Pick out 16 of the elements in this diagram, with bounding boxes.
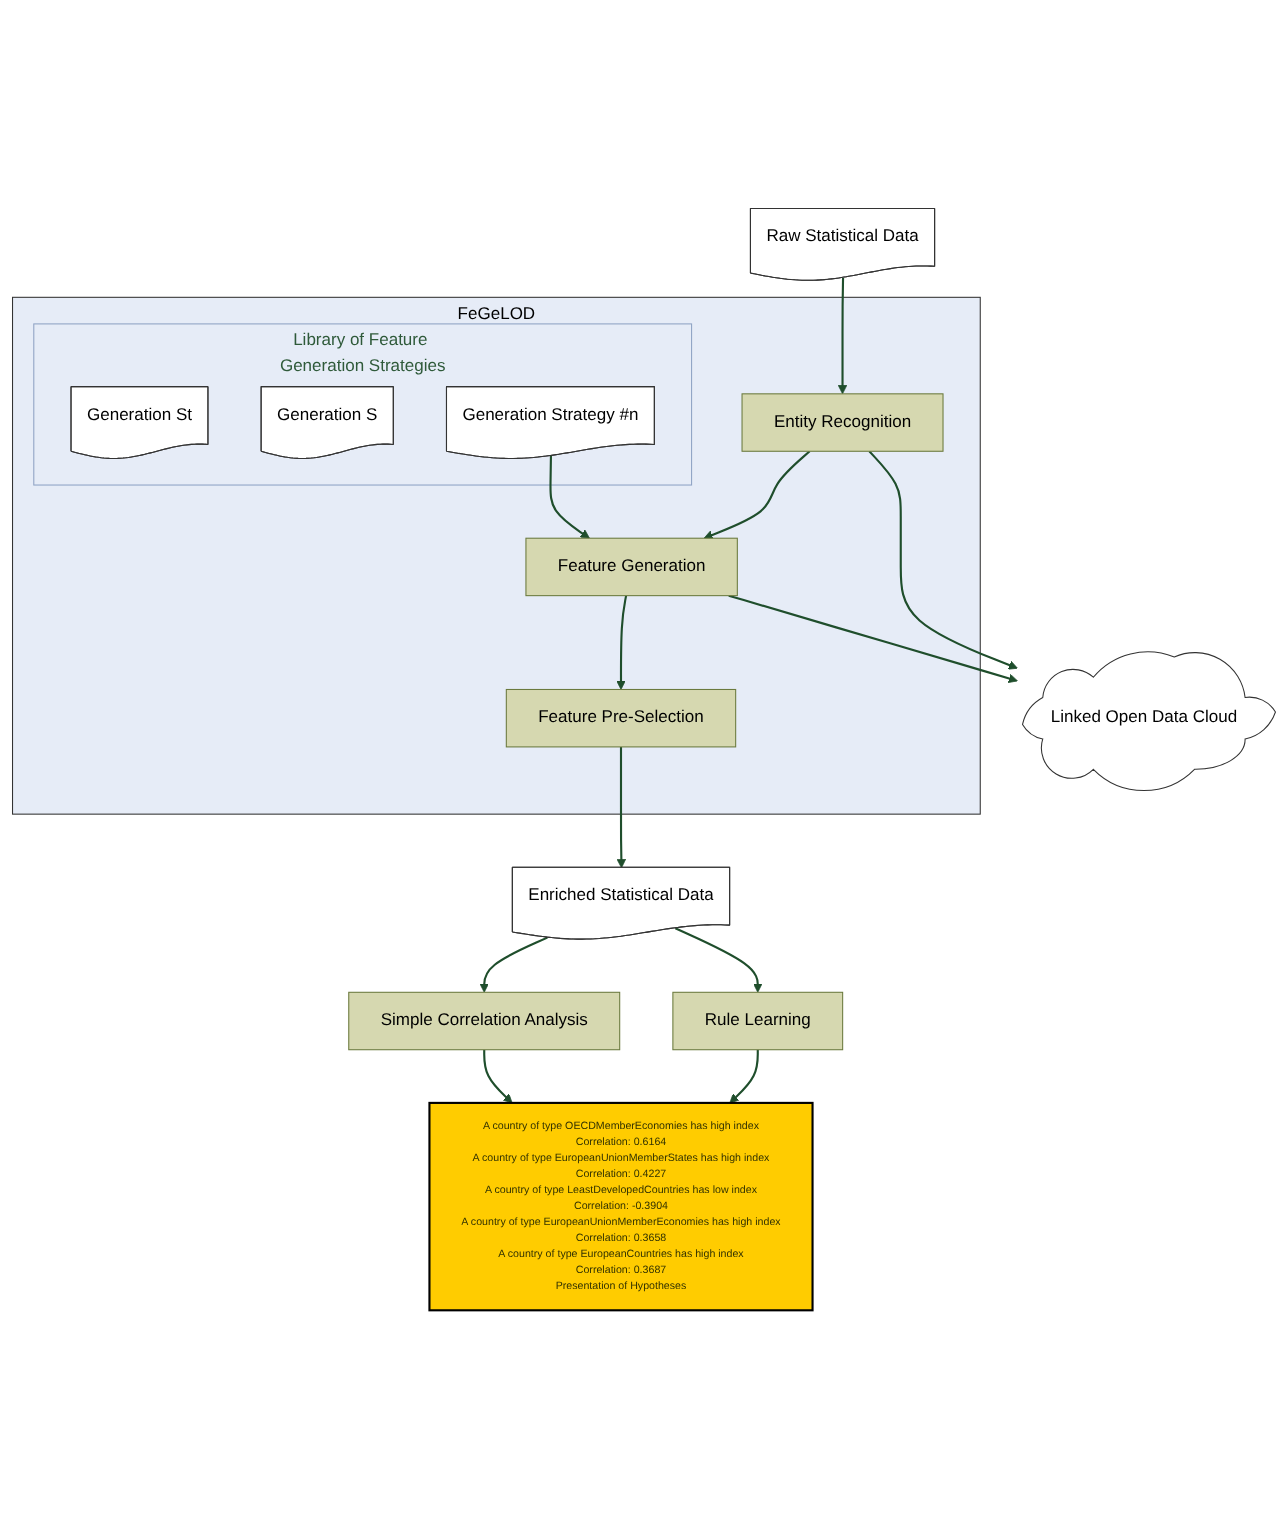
arrow <box>483 1049 513 1103</box>
node-box: Rule Learning <box>672 991 844 1050</box>
arrow <box>837 277 848 394</box>
node-box: Feature Pre-Selection <box>505 688 737 748</box>
node-box: Simple Correlation Analysis <box>348 991 621 1050</box>
arrow <box>868 450 1018 670</box>
arrow <box>616 746 627 868</box>
arrow <box>549 455 590 539</box>
arrow <box>479 936 548 993</box>
node-box: Entity Recognition <box>741 392 944 452</box>
node-box: Feature Generation <box>525 537 738 596</box>
arrow <box>729 1049 759 1103</box>
arrow <box>728 594 1018 683</box>
arrow <box>703 450 811 540</box>
arrow <box>616 595 628 690</box>
arrow <box>674 926 763 993</box>
